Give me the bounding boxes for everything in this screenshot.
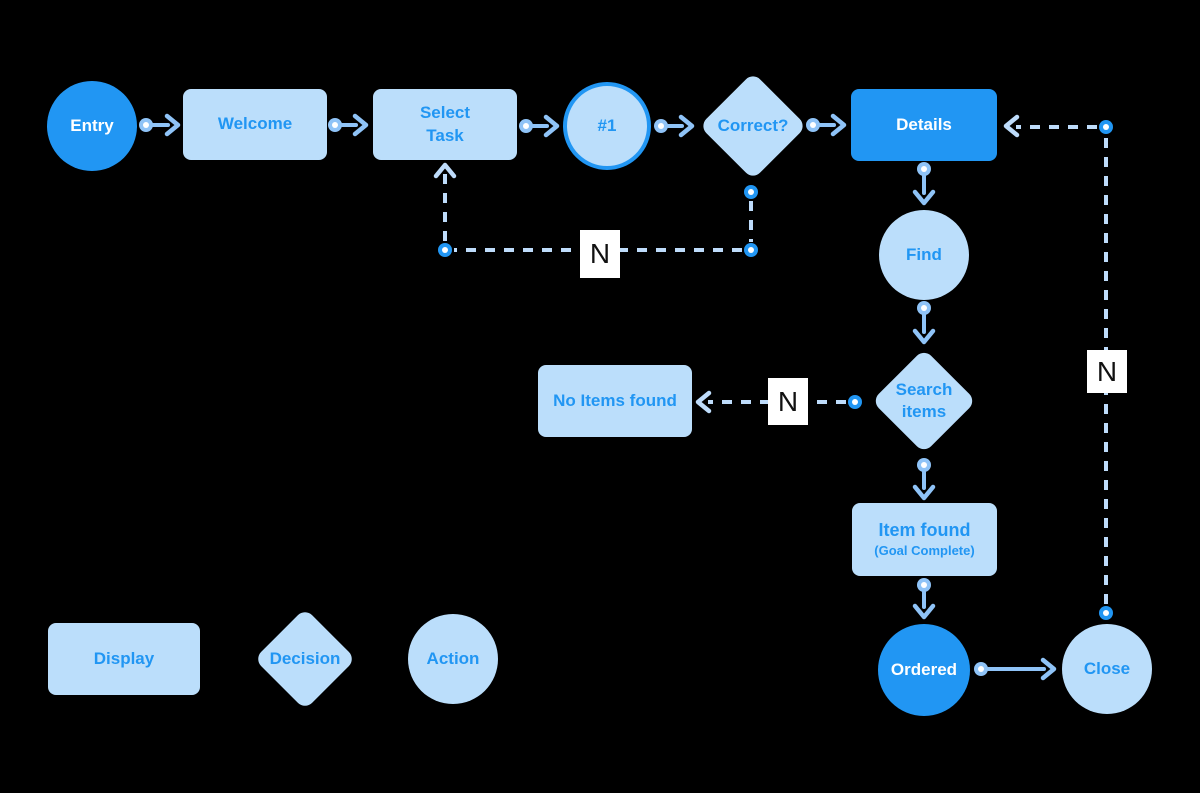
edge-label-text: N	[589, 238, 611, 269]
edge-details-find	[912, 162, 936, 206]
edge-label-text: N	[1096, 355, 1118, 387]
connector-dot-core	[332, 122, 338, 128]
arrowhead	[912, 189, 936, 206]
edge-step-1-correct	[654, 114, 695, 138]
edge-label-text: N	[777, 385, 799, 417]
node-search-items: Search items	[871, 348, 977, 454]
edge-correct-select-task-no	[433, 162, 758, 257]
connector-dot-core	[748, 247, 754, 253]
node-label: Details	[896, 114, 952, 134]
edge-search-items-item-found	[912, 458, 936, 501]
node-close: Close	[1062, 624, 1152, 714]
edge-label-n-close: N	[1087, 350, 1127, 393]
connector-dot-core	[658, 123, 664, 129]
node-label: Welcome	[217, 114, 293, 134]
edge-label-n-search: N	[768, 378, 808, 425]
legend-decision-label: Decision	[269, 648, 341, 668]
node-label: #1	[597, 115, 617, 135]
node-sublabel: (Goal Complete)	[874, 543, 975, 559]
node-details: Details	[851, 89, 997, 161]
connector-dot-core	[921, 462, 927, 468]
edge-welcome-select-task	[328, 113, 369, 137]
edge-label-n-correct: N	[580, 230, 620, 278]
edge-correct-details	[806, 113, 847, 137]
arrowhead	[912, 603, 936, 620]
node-label: Search items	[895, 379, 953, 421]
connector-dot-core	[748, 189, 754, 195]
legend-display-shape: Display	[48, 623, 200, 695]
connector-dot-core	[143, 122, 149, 128]
connector-dot-core	[810, 122, 816, 128]
node-label: Find	[906, 244, 942, 264]
connector-dot-core	[1103, 124, 1109, 130]
edge-search-items-no-items-no	[695, 390, 862, 414]
connector-dot-core	[921, 166, 927, 172]
node-label: Correct?	[717, 115, 789, 135]
connector-dot-core	[1103, 610, 1109, 616]
arrowhead	[912, 328, 936, 345]
node-entry: Entry	[47, 81, 137, 171]
edge-find-search-items	[912, 301, 936, 345]
node-welcome: Welcome	[183, 89, 327, 160]
node-label: Entry	[70, 115, 114, 135]
arrowhead	[695, 390, 712, 414]
node-label: Item found	[878, 519, 971, 540]
node-ordered: Ordered	[878, 624, 970, 716]
legend-action-label: Action	[426, 648, 480, 668]
arrowhead	[830, 113, 847, 137]
connector-dot-core	[978, 666, 984, 672]
arrowhead	[352, 113, 369, 137]
node-no-items-found: No Items found	[538, 365, 692, 437]
node-label: No Items found	[553, 390, 677, 410]
node-select-task: Select Task	[373, 89, 517, 160]
edge-select-task-step-1	[519, 114, 560, 138]
edge-item-found-ordered	[912, 578, 936, 620]
connector-dot-core	[852, 399, 858, 405]
edge-ordered-close	[974, 657, 1057, 681]
node-find: Find	[879, 210, 969, 300]
arrowhead	[1003, 114, 1020, 138]
legend-display-label: Display	[93, 648, 155, 668]
arrowhead	[1040, 657, 1057, 681]
connector-dot-core	[523, 123, 529, 129]
arrowhead	[678, 114, 695, 138]
node-step-1: #1	[563, 82, 651, 170]
arrowhead	[912, 484, 936, 501]
arrowhead	[164, 113, 181, 137]
legend-action-shape: Action	[408, 614, 498, 704]
arrowhead	[543, 114, 560, 138]
node-item-found: Item found (Goal Complete)	[852, 503, 997, 576]
node-correct: Correct?	[699, 72, 807, 180]
node-label: Close	[1083, 658, 1131, 678]
arrowhead	[433, 162, 457, 179]
node-label: Ordered	[890, 659, 958, 679]
node-label: Select Task	[419, 103, 471, 145]
edge-entry-welcome	[139, 113, 181, 137]
connector-dot-core	[921, 305, 927, 311]
connector-dot-core	[442, 247, 448, 253]
connector-dot-core	[921, 582, 927, 588]
legend-decision-shape: Decision	[254, 608, 356, 710]
